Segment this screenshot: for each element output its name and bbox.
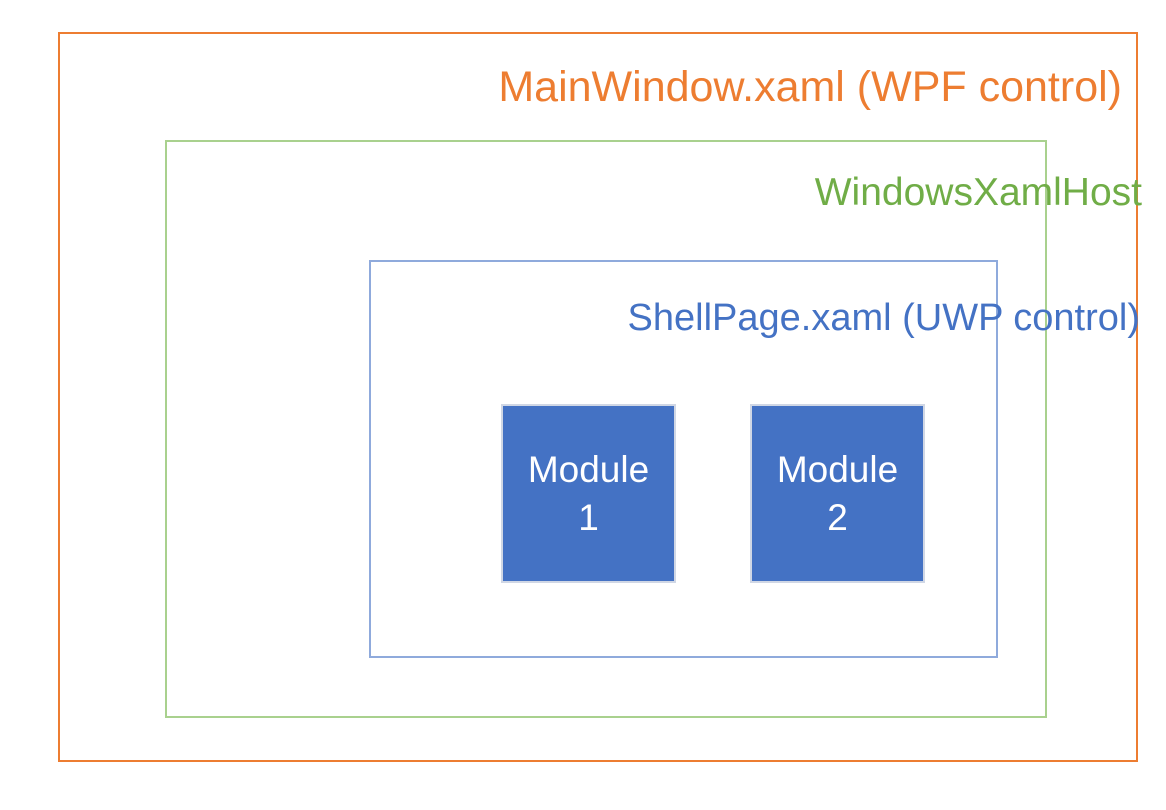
frame-label-mainwindow: MainWindow.xaml (WPF control) — [498, 63, 1122, 111]
frame-label-windowsxamlhost: WindowsXamlHost — [814, 171, 1142, 214]
frame-label-shellpage: ShellPage.xaml (UWP control) — [627, 297, 1140, 339]
module-box-1-label: Module 1 — [527, 449, 650, 538]
module-box-2: Module 2 — [750, 404, 925, 583]
module-box-2-label: Module 2 — [776, 449, 899, 538]
frame-windowsxamlhost — [165, 140, 1047, 718]
frame-shellpage — [369, 260, 998, 658]
module-box-1: Module 1 — [501, 404, 676, 583]
frame-mainwindow — [58, 32, 1138, 762]
